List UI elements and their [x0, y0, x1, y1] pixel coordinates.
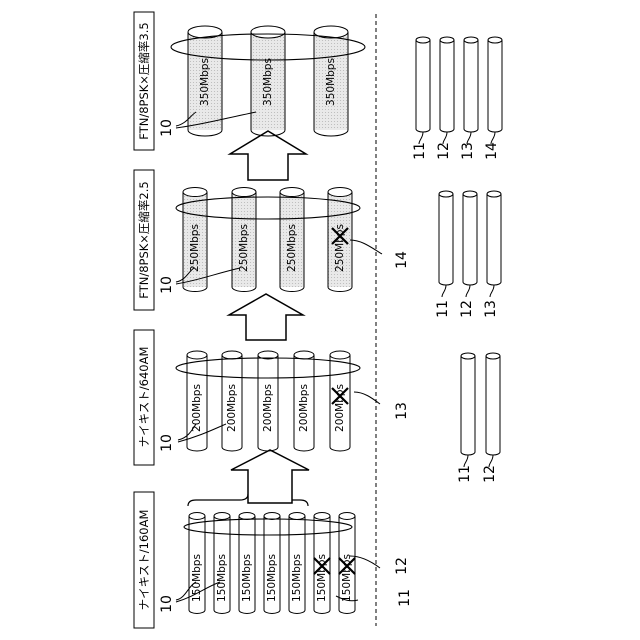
freed-line: 11 [412, 37, 430, 160]
cable-rate-label: 200Mbps [298, 384, 310, 432]
cable: 150Mbps [214, 513, 230, 614]
freed-line-group-1: 11 12 [457, 353, 500, 483]
cable: 200Mbps [258, 351, 278, 451]
stage-title-4-text: FTN/8PSK×圧縮率3.5 [137, 22, 151, 139]
stage-title-3-text: FTN/8PSK×圧縮率2.5 [137, 181, 151, 298]
stage-title-2: ナイキスト/640AM [134, 330, 154, 465]
cable: 150Mbps [189, 513, 205, 614]
cable-rate-label: 350Mbps [325, 58, 337, 106]
stage-title-1: ナイキスト/160AM [134, 492, 154, 628]
cable: 150Mbps [239, 513, 255, 614]
dropped-ref-14: 14 [394, 251, 410, 269]
cable-rate-label: 350Mbps [199, 58, 211, 106]
cable: 350Mbps [251, 26, 285, 136]
stage-title-4: FTN/8PSK×圧縮率3.5 [134, 12, 154, 150]
freed-line: 14 [484, 37, 502, 160]
cable: 200Mbps [222, 351, 242, 451]
freed-line-group-3: 11 12 13 14 [412, 37, 502, 160]
freed-line: 12 [482, 353, 500, 483]
cable-rate-label: 200Mbps [262, 384, 274, 432]
cable-rate-label: 150Mbps [241, 554, 253, 602]
freed-line-label: 14 [484, 142, 500, 160]
stage-title-2-text: ナイキスト/640AM [137, 347, 151, 448]
cable: 150Mbps [264, 513, 280, 614]
upgrade-arrow-2 [229, 294, 303, 340]
freed-line-group-2: 11 12 13 [435, 191, 501, 318]
cable-rate-label: 150Mbps [291, 554, 303, 602]
upgrade-arrow-3 [230, 131, 306, 180]
bundle-ref-2: 10 [159, 434, 175, 452]
cable: 250Mbps [232, 188, 256, 292]
freed-line-label: 12 [482, 465, 498, 483]
cable: 200Mbps [294, 351, 314, 451]
bundle-ref-1: 10 [159, 595, 175, 613]
cable-rate-label: 150Mbps [216, 554, 228, 602]
stage-2-bundle: 200Mbps 200Mbps 200Mbps 200Mbps 200Mbps [176, 351, 360, 451]
cable: 250Mbps [280, 188, 304, 292]
freed-line-label: 12 [436, 142, 452, 160]
stage-4-bundle: 350Mbps 350Mbps 350Mbps [171, 26, 365, 136]
freed-line: 11 [435, 191, 453, 318]
freed-line-label: 12 [459, 300, 475, 318]
freed-line-label: 13 [460, 142, 476, 160]
freed-line: 13 [460, 37, 478, 160]
freed-line-label: 11 [435, 300, 451, 318]
freed-lines: 11 12 11 12 13 11 12 13 14 [412, 37, 502, 483]
dropped-ref-13: 13 [394, 402, 410, 420]
dropped-ref-12: 12 [394, 557, 410, 575]
stage-title-1-text: ナイキスト/160AM [137, 510, 151, 611]
cable-rate-label: 250Mbps [189, 224, 201, 272]
cable-rate-label: 250Mbps [286, 224, 298, 272]
dropped-ref-11: 11 [397, 589, 413, 607]
cable-rate-label: 200Mbps [226, 384, 238, 432]
cable: 150Mbps [289, 513, 305, 614]
bundle-ref-4: 10 [159, 119, 175, 137]
stage-1-bundle: 150Mbps 150Mbps 150Mbps 150Mbps 150Mbps 150Mb… [184, 513, 355, 614]
stage-3-bundle: 250Mbps250Mbps250Mbps250Mbps [176, 188, 360, 292]
cable: 350Mbps [188, 26, 222, 136]
cable-rate-label: 250Mbps [238, 224, 250, 272]
freed-line-label: 11 [457, 465, 473, 483]
cable-rate-label: 350Mbps [262, 58, 274, 106]
cable-rate-label: 150Mbps [266, 554, 278, 602]
upgrade-arrow-1 [231, 450, 309, 503]
freed-line-label: 13 [483, 300, 499, 318]
freed-line: 13 [483, 191, 501, 318]
cable: 200Mbps [330, 351, 350, 451]
stage-title-3: FTN/8PSK×圧縮率2.5 [134, 170, 154, 310]
cable: 350Mbps [314, 26, 348, 136]
freed-line: 11 [457, 353, 475, 483]
bundle-ref-3: 10 [159, 276, 175, 294]
freed-line: 12 [459, 191, 477, 318]
cable: 150Mbps [314, 513, 330, 614]
cable-rate-label: 200Mbps [191, 384, 203, 432]
freed-line: 12 [436, 37, 454, 160]
cable-rate-label: 150Mbps [191, 554, 203, 602]
freed-line-label: 11 [412, 142, 428, 160]
